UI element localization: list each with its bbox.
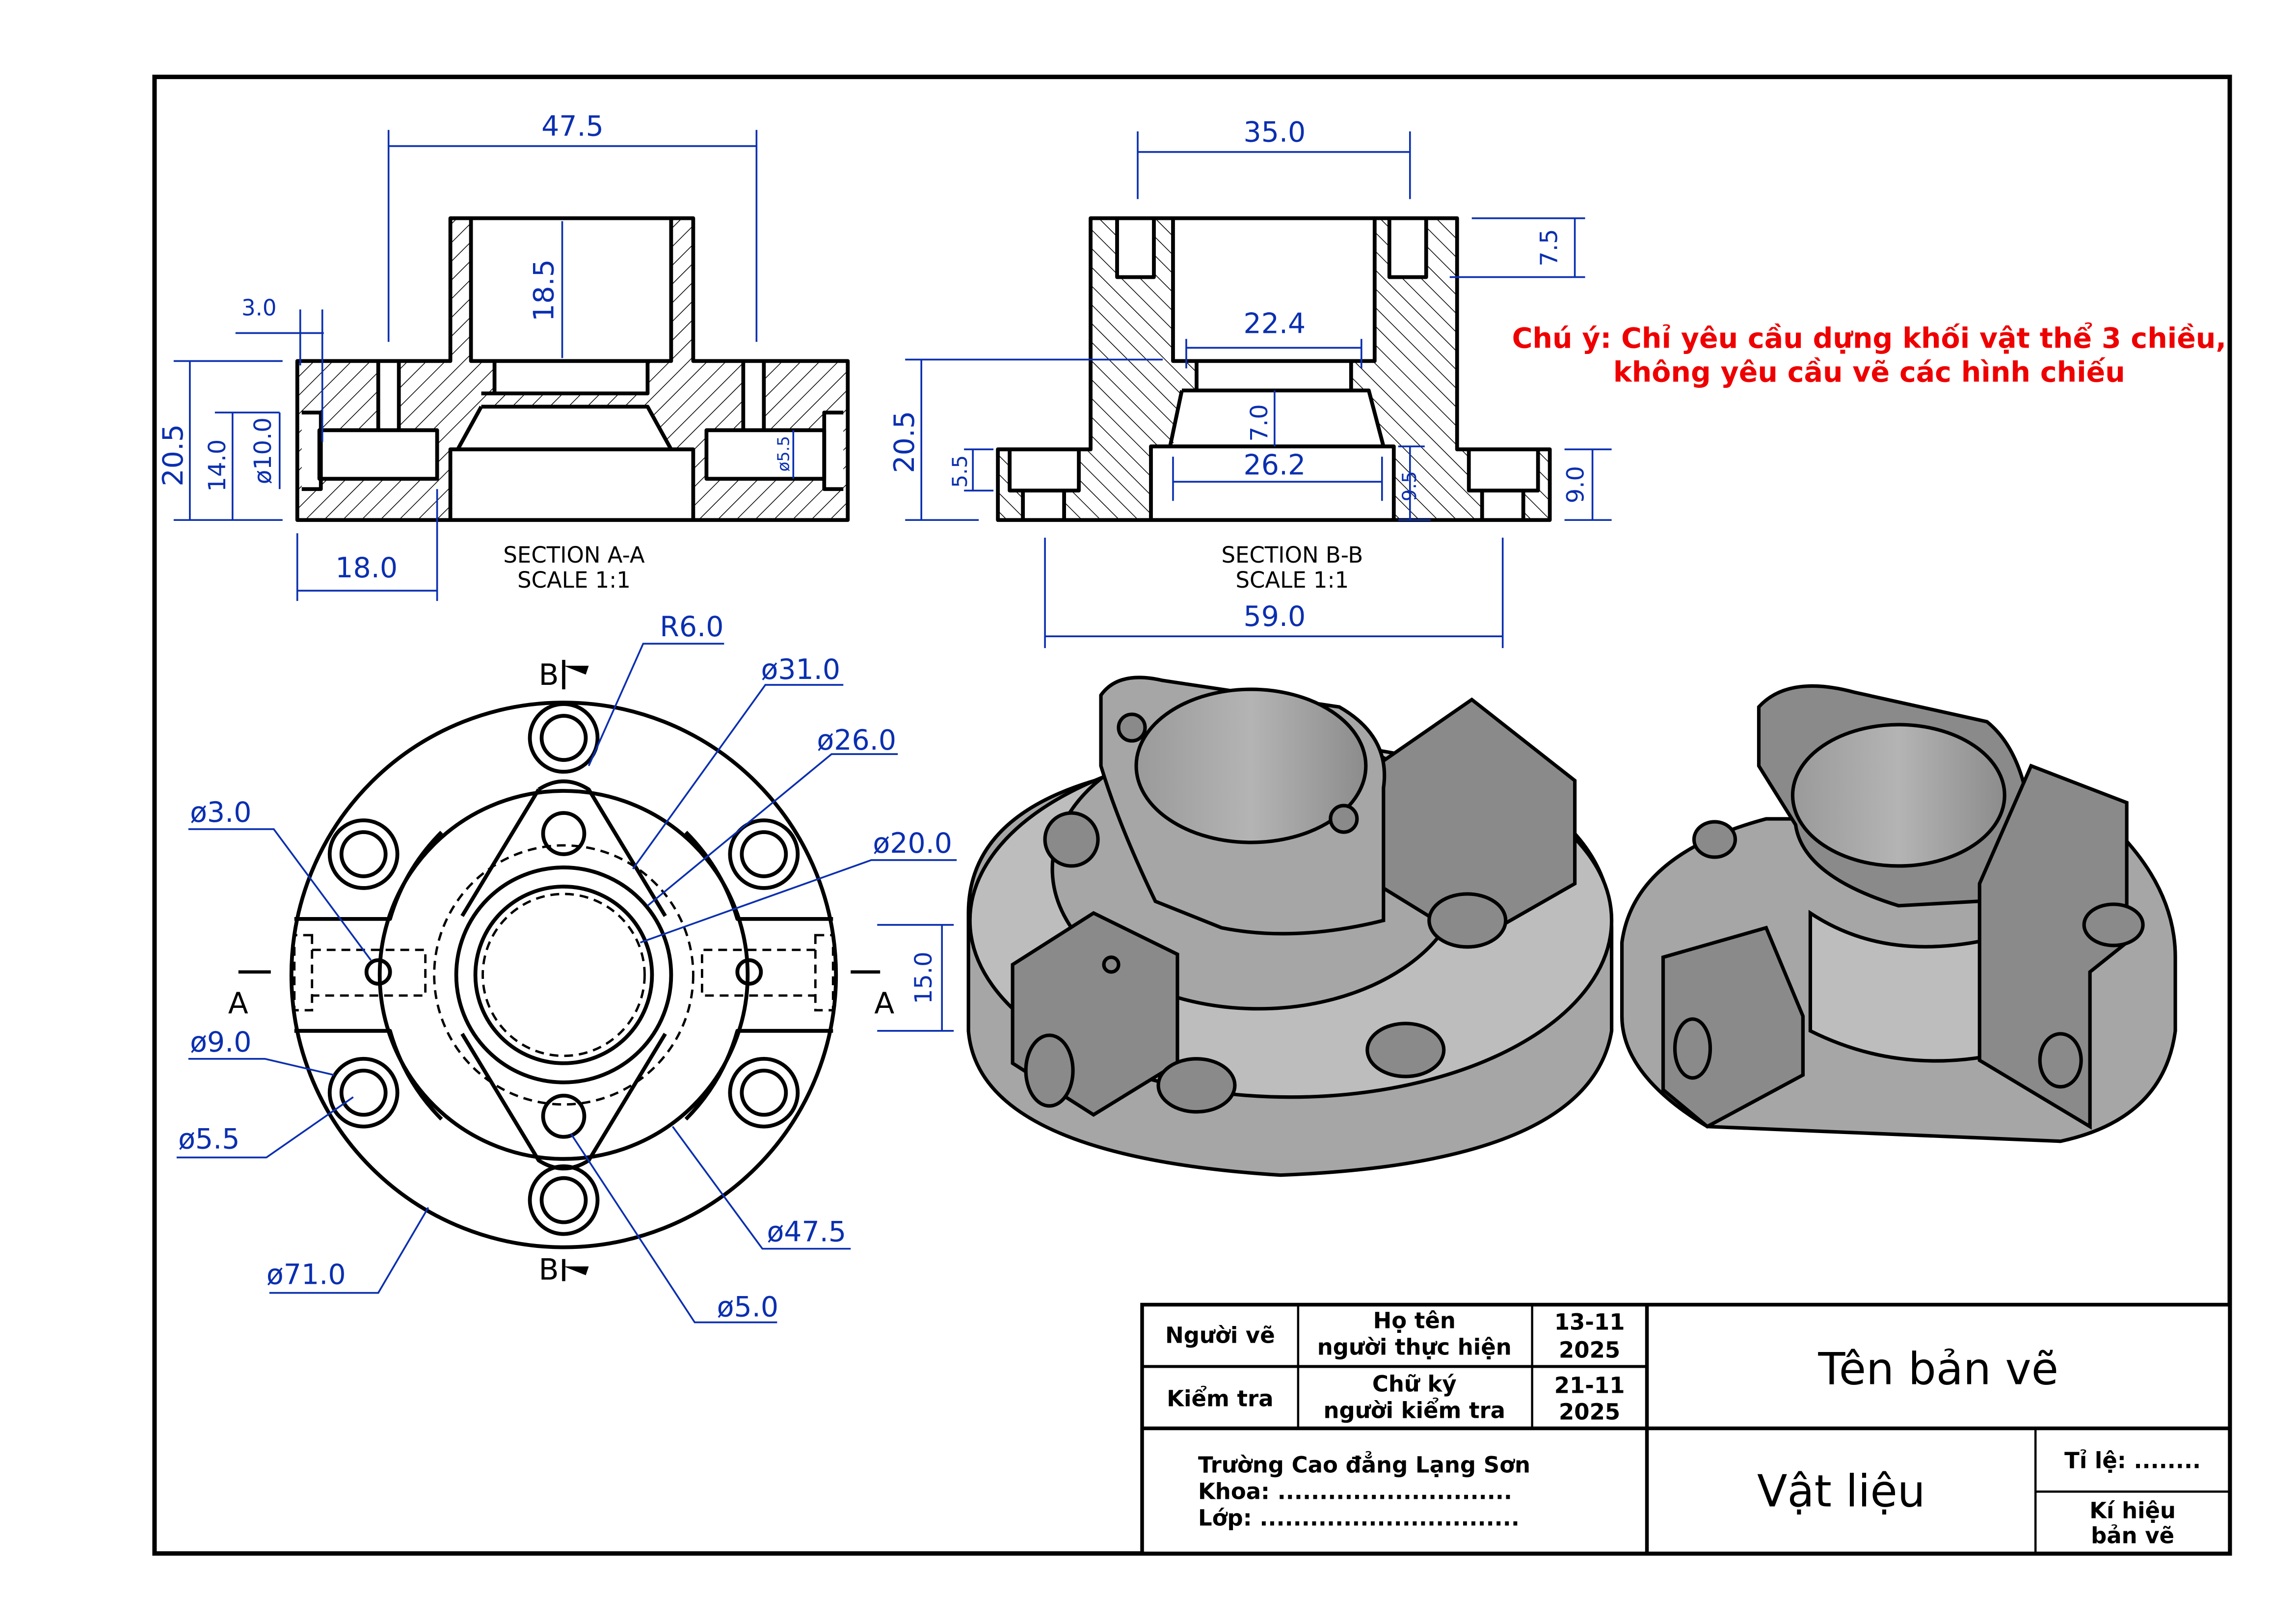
dim-r6: R6.0 [660,611,723,643]
dim-47-5: 47.5 [541,110,604,143]
section-mark-b-top: B [539,658,559,692]
drawing-code-2: bản vẽ [2091,1522,2174,1548]
dim-20-5: 20.5 [157,424,189,487]
class-field: Lớp: ............................... [1198,1505,1520,1531]
dim-14-0: 14.0 [204,439,231,492]
material: Vật liệu [1757,1465,1925,1517]
dim-22-4: 22.4 [1243,307,1306,340]
dim-20-5-b: 20.5 [888,411,921,473]
dim-9-0: 9.0 [1562,466,1590,503]
dim-d5: ø5.0 [717,1291,778,1324]
dim-59-0: 59.0 [1243,600,1306,633]
school-name: Trường Cao đẳng Lạng Sơn [1198,1451,1530,1478]
faculty-field: Khoa: ............................ [1198,1478,1512,1504]
section-mark-a-left: A [228,986,248,1021]
isometric-view-full [966,676,1614,1177]
drawn-by-name-2: người thực hiện [1317,1334,1512,1360]
dim-18-5: 18.5 [528,259,561,322]
section-mark-a-right: A [874,986,894,1021]
dim-d26: ø26.0 [817,724,896,757]
dim-18-0: 18.0 [335,552,398,584]
scale-field: Tỉ lệ: ........ [2064,1447,2201,1473]
note-line-2: không yêu cầu vẽ các hình chiếu [1613,356,2125,388]
dim-15-0: 15.0 [910,951,937,1004]
checked-date-2: 2025 [1559,1399,1620,1425]
isometric-view-cutaway [1620,684,2177,1143]
dim-5-5: 5.5 [948,455,972,488]
section-b-scale: SCALE 1:1 [1235,567,1349,593]
dim-d3: ø3.0 [190,796,251,829]
dim-d9: ø9.0 [190,1026,251,1058]
top-view: B B A A R6.0 ø31.0 ø26.0 ø20.0 ø3.0 ø9.0… [176,611,957,1324]
drawn-date-1: 13-11 [1554,1309,1625,1335]
dim-d47-5: ø47.5 [767,1216,846,1248]
section-b-b: 35.0 7.5 22.4 7.0 26.2 9.5 20.5 5.5 9.0 … [888,116,1612,649]
section-a-title: SECTION A-A [503,542,644,568]
bolt-holes [327,702,800,1236]
checked-date-1: 21-11 [1554,1372,1625,1398]
dim-7-0: 7.0 [1246,404,1273,441]
note-line-1: Chú ý: Chỉ yêu cầu dựng khối vật thể 3 c… [1512,322,2227,354]
label-drawn-by: Người vẽ [1165,1323,1275,1349]
dim-d5-5: ø5.5 [178,1123,240,1156]
dim-d71: ø71.0 [267,1259,346,1291]
section-b-title: SECTION B-B [1221,542,1363,568]
section-a-scale: SCALE 1:1 [517,567,631,593]
dim-7-5: 7.5 [1536,229,1563,266]
section-mark-b-bottom: B [539,1253,559,1287]
checked-name-2: người kiểm tra [1324,1397,1506,1423]
label-checked: Kiểm tra [1167,1385,1273,1411]
dim-d20: ø20.0 [873,827,952,860]
title-block: Người vẽ Họ tên người thực hiện 13-11 20… [1140,1302,2232,1556]
dim-26-2: 26.2 [1243,449,1306,481]
dim-d10: ø10.0 [249,417,277,484]
drawn-date-2: 2025 [1559,1337,1620,1363]
dim-3-0: 3.0 [241,295,277,321]
drawing-name: Tên bản vẽ [1817,1344,2058,1395]
dim-d31: ø31.0 [761,653,840,686]
dim-9-5: 9.5 [1399,471,1421,501]
drawn-by-name-1: Họ tên [1373,1308,1456,1334]
drawing-code-1: Kí hiệu [2089,1497,2176,1523]
dim-35-0: 35.0 [1243,116,1306,149]
dim-d5-5-side: ø5.5 [774,436,793,472]
section-a-a: 47.5 18.5 3.0 20.5 14.0 ø10.0 ø5.5 18.0 … [157,110,850,601]
checked-name-1: Chữ ký [1372,1371,1457,1397]
